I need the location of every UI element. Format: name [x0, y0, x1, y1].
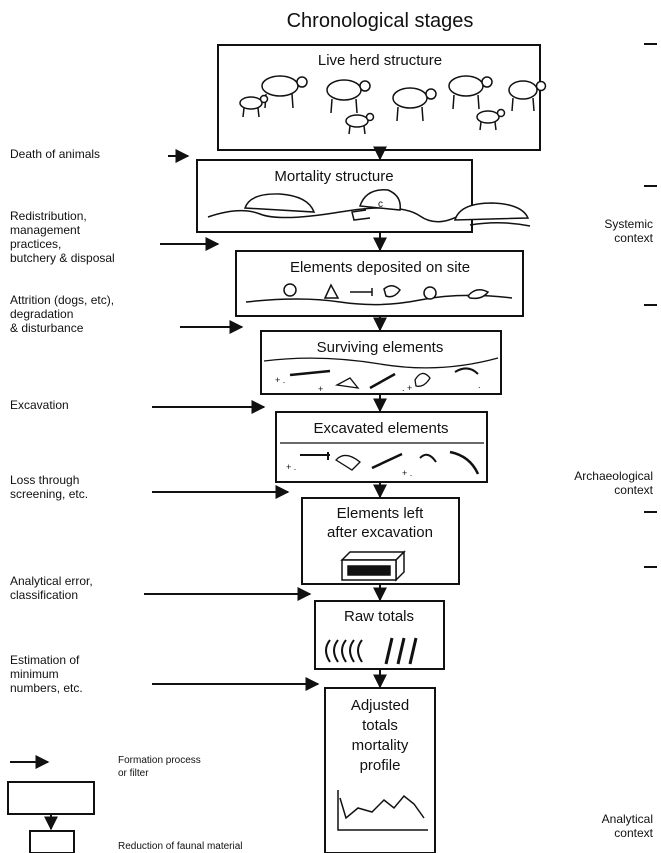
bones-box-icon: BONES — [340, 550, 406, 582]
stage-raw-totals: Raw totals — [314, 600, 445, 670]
stage-label-surviving: Surviving elements — [317, 339, 444, 356]
stage-label-mortality: Mortality structure — [274, 168, 393, 185]
box-label: BONES — [358, 569, 379, 575]
stage-label-adjusted-4: profile — [360, 757, 401, 774]
stage-label-elements-deposited: Elements deposited on site — [290, 259, 470, 276]
context-systemic-1: Systemic — [604, 217, 653, 231]
context-archaeological-1: Archaeological — [574, 469, 653, 483]
process-label-estimation-1: Estimation of — [10, 653, 80, 667]
tallied-bones-icon — [325, 637, 418, 665]
stage-mortality-structure: Mortality structure c — [196, 159, 531, 233]
legend-large-box-icon — [7, 781, 95, 815]
stage-excavated-elements: Excavated elements + . + . — [275, 411, 488, 483]
stage-label-live-herd: Live herd structure — [318, 52, 442, 69]
process-label-analytical-2: classification — [10, 588, 78, 602]
legend-small-box-icon — [29, 830, 75, 853]
surviving-bones-icon: + . + . + . — [263, 357, 499, 394]
svg-text:+ .: + . — [286, 462, 296, 472]
stage-label-adjusted-2: totals — [362, 717, 398, 734]
stage-elements-deposited: Elements deposited on site — [235, 250, 524, 317]
svg-text:+: + — [318, 384, 323, 394]
legend-label-reduction: Reduction of faunal material — [118, 841, 243, 852]
legend-label-process-2: or filter — [118, 768, 149, 779]
deposited-bones-icon — [245, 283, 513, 306]
sheep-herd-icon — [239, 75, 547, 135]
process-label-analytical-1: Analytical error, — [10, 574, 93, 588]
context-systemic-2: context — [614, 231, 653, 245]
svg-text:.: . — [478, 380, 481, 390]
svg-text:+ .: + . — [275, 375, 285, 385]
process-label-redistribution-3: practices, — [10, 237, 61, 251]
legend-label-process-1: Formation process — [118, 755, 201, 766]
stage-label-adjusted-3: mortality — [352, 737, 409, 754]
stage-surviving-elements: Surviving elements + . + . + . — [260, 330, 502, 395]
stage-label-excavated: Excavated elements — [313, 420, 448, 437]
diagram-title: Chronological stages — [287, 10, 474, 32]
process-label-estimation-2: minimum — [10, 667, 59, 681]
context-labels: Systemic context Archaeological context … — [574, 217, 653, 840]
process-label-loss-1: Loss through — [10, 473, 79, 487]
process-label-attrition-2: degradation — [10, 307, 73, 321]
process-label-estimation-3: numbers, etc. — [10, 681, 83, 695]
stage-adjusted-totals: Adjusted totals mortality profile — [324, 687, 436, 853]
stage-elements-left: Elements left after excavation BONES — [301, 497, 460, 585]
process-label-death: Death of animals — [10, 147, 100, 161]
svg-text:+ .: + . — [402, 468, 412, 478]
stage-label-adjusted-1: Adjusted — [351, 697, 409, 714]
context-archaeological-2: context — [614, 483, 653, 497]
process-label-redistribution-4: butchery & disposal — [10, 251, 115, 265]
svg-text:c: c — [378, 199, 383, 210]
dead-animals-icon: c — [207, 189, 531, 227]
stage-live-herd-structure: Live herd structure — [217, 44, 547, 151]
process-label-excavation: Excavation — [10, 398, 69, 412]
context-analytical-2: context — [614, 826, 653, 840]
process-labels: Death of animals Redistribution, managem… — [10, 147, 115, 695]
context-analytical-1: Analytical — [602, 812, 653, 826]
mortality-profile-graph-icon — [337, 790, 428, 831]
stage-label-raw-totals: Raw totals — [344, 608, 414, 625]
stage-label-elements-left-2: after excavation — [327, 524, 433, 541]
legend: Formation process or filter Reduction of… — [7, 755, 243, 853]
process-label-redistribution-1: Redistribution, — [10, 209, 87, 223]
svg-text:. +: . + — [402, 383, 412, 393]
process-label-attrition-3: & disturbance — [10, 321, 84, 335]
context-dividers — [644, 43, 657, 568]
process-label-attrition-1: Attrition (dogs, etc), — [10, 293, 114, 307]
process-label-redistribution-2: management — [10, 223, 81, 237]
stage-label-elements-left-1: Elements left — [337, 505, 425, 522]
process-label-loss-2: screening, etc. — [10, 487, 88, 501]
excavated-bones-icon: + . + . — [280, 442, 484, 478]
